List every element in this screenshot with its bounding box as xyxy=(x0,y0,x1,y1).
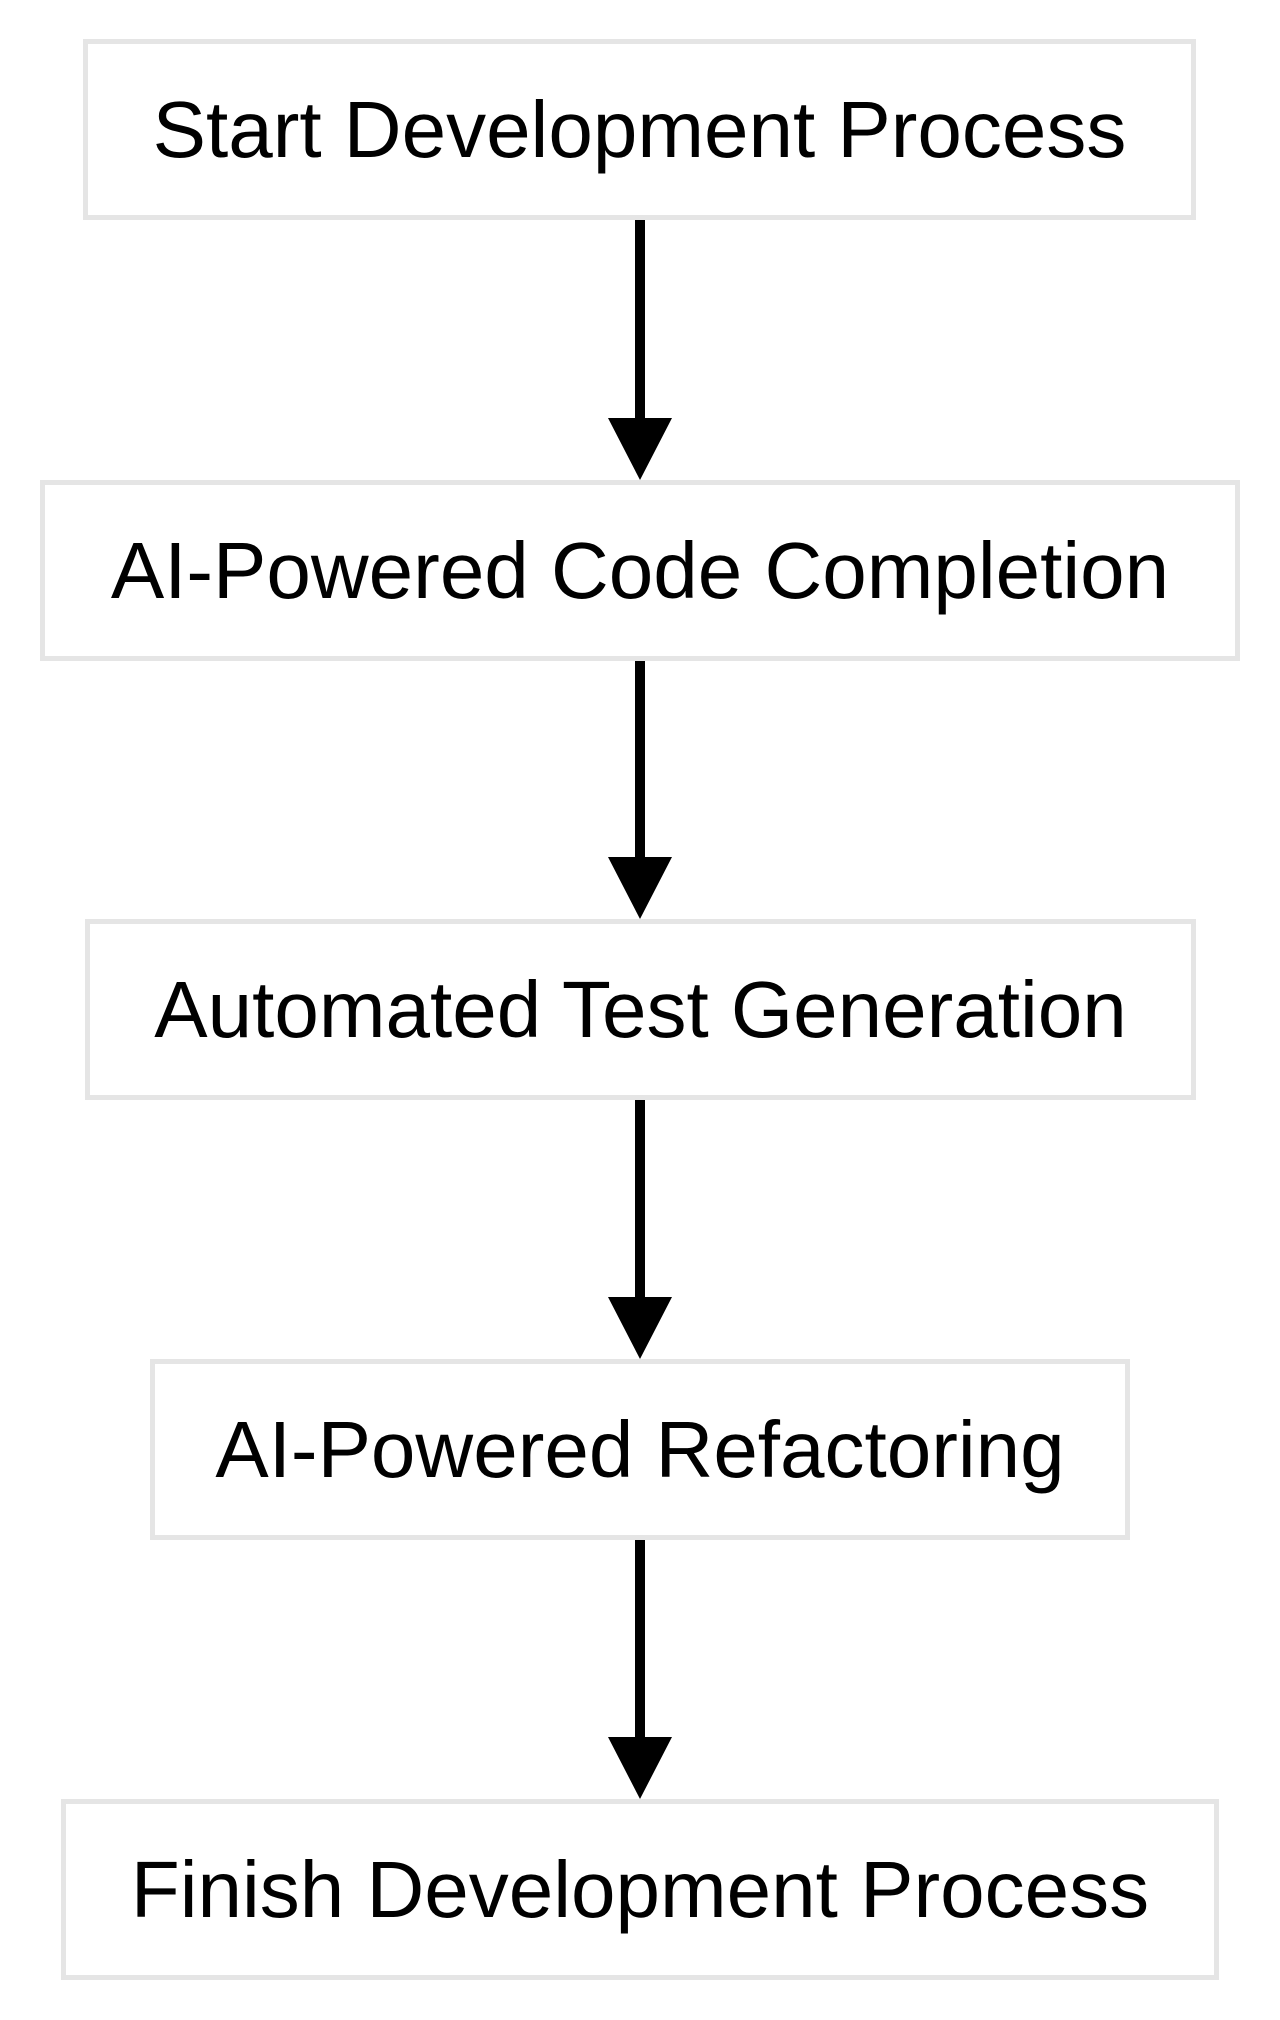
node-label: AI-Powered Refactoring xyxy=(215,1404,1065,1494)
arrowhead-icon xyxy=(608,1297,672,1359)
arrowhead-icon xyxy=(608,1737,672,1799)
node-label: Start Development Process xyxy=(152,84,1127,174)
node-label: Finish Development Process xyxy=(130,1844,1150,1934)
node-ai-powered-code-completion: AI-Powered Code Completion xyxy=(40,480,1240,661)
edge-arrow-start-to-code-completion xyxy=(608,220,672,480)
node-ai-powered-refactoring: AI-Powered Refactoring xyxy=(150,1359,1130,1540)
node-automated-test-generation: Automated Test Generation xyxy=(85,919,1196,1100)
edge-arrow-code-completion-to-test-generation xyxy=(608,661,672,919)
node-label: Automated Test Generation xyxy=(154,964,1127,1054)
node-label: AI-Powered Code Completion xyxy=(110,525,1170,615)
arrowhead-icon xyxy=(608,418,672,480)
node-start-development-process: Start Development Process xyxy=(83,39,1196,220)
node-finish-development-process: Finish Development Process xyxy=(61,1799,1219,1980)
edge-arrow-test-generation-to-refactoring xyxy=(608,1100,672,1359)
arrowhead-icon xyxy=(608,857,672,919)
edge-arrow-refactoring-to-finish xyxy=(608,1540,672,1799)
